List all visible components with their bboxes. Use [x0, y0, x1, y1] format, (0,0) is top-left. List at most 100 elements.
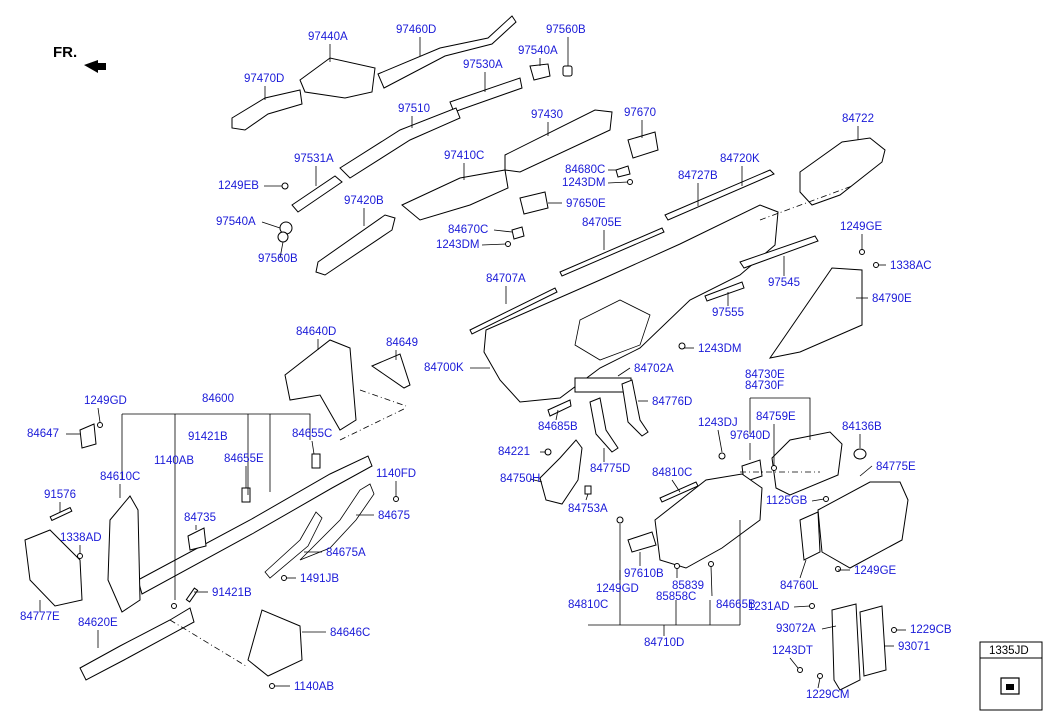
part-84700K-shape: [483, 204, 779, 403]
part-label-84720K[interactable]: 84720K: [720, 153, 760, 165]
part-label-1243DM[interactable]: 1243DM: [562, 177, 605, 189]
part-label-85839[interactable]: 85839: [672, 580, 704, 592]
part-label-97560B[interactable]: 97560B: [546, 24, 586, 36]
part-label-97470D[interactable]: 97470D: [244, 73, 284, 85]
part-label-84730E[interactable]: 84730E: [745, 369, 785, 381]
part-label-97420B[interactable]: 97420B: [344, 195, 384, 207]
part-label-93072A[interactable]: 93072A: [776, 623, 816, 635]
part-label-1243DJ[interactable]: 1243DJ: [698, 417, 738, 429]
part-label-84707A[interactable]: 84707A: [486, 273, 526, 285]
part-label-97560B[interactable]: 97560B: [258, 253, 298, 265]
bracket-84730: [749, 397, 811, 440]
part-label-97540A[interactable]: 97540A: [216, 216, 256, 228]
part-label-97650E[interactable]: 97650E: [566, 198, 606, 210]
part-84775E-shape: [817, 481, 909, 569]
part-label-84776D[interactable]: 84776D: [652, 396, 692, 408]
part-label-84675[interactable]: 84675: [378, 510, 410, 522]
part-label-1249GE[interactable]: 1249GE: [840, 221, 883, 233]
part-1491JB-shape: [281, 575, 287, 581]
part-label-84705E[interactable]: 84705E: [582, 217, 622, 229]
part-label-97555[interactable]: 97555: [712, 307, 744, 319]
part-label-1338AD[interactable]: 1338AD: [60, 532, 102, 544]
part-label-84702A[interactable]: 84702A: [634, 363, 674, 375]
part-label-1125GB[interactable]: 1125GB: [766, 495, 808, 507]
part-label-97440A[interactable]: 97440A: [308, 31, 348, 43]
leader-line-84665B: [710, 565, 713, 597]
part-label-84775D[interactable]: 84775D: [590, 463, 630, 475]
part-label-84675A[interactable]: 84675A: [326, 547, 366, 559]
part-label-1140AB[interactable]: 1140AB: [154, 455, 194, 467]
part-label-1229CB[interactable]: 1229CB: [910, 624, 952, 636]
part-label-1249GD[interactable]: 1249GD: [596, 583, 639, 595]
part-label-84649[interactable]: 84649: [386, 337, 418, 349]
part-1243DJ-shape: [718, 452, 726, 460]
part-label-93071[interactable]: 93071: [898, 641, 930, 653]
part-label-1249GE[interactable]: 1249GE: [854, 565, 897, 577]
part-label-84680C[interactable]: 84680C: [565, 164, 605, 176]
part-label-84735[interactable]: 84735: [184, 512, 216, 524]
part-label-84136B[interactable]: 84136B: [842, 421, 882, 433]
part-label-97460D[interactable]: 97460D: [396, 24, 436, 36]
part-label-84665B[interactable]: 84665B: [716, 599, 756, 611]
part-label-84777E[interactable]: 84777E: [20, 611, 60, 623]
side-cover-group: [797, 603, 897, 691]
part-label-97610B[interactable]: 97610B: [624, 568, 664, 580]
part-label-84646C[interactable]: 84646C: [330, 627, 370, 639]
part-label-84810C[interactable]: 84810C: [652, 467, 692, 479]
part-label-97530A[interactable]: 97530A: [463, 59, 503, 71]
part-label-84753A[interactable]: 84753A: [568, 503, 608, 515]
front-arrow-icon: [84, 60, 106, 73]
detail-box-frame: [979, 641, 1043, 711]
part-label-84710D[interactable]: 84710D: [644, 637, 684, 649]
part-label-1140AB[interactable]: 1140AB: [294, 681, 334, 693]
part-label-1231AD[interactable]: 1231AD: [748, 601, 790, 613]
part-label-84750H[interactable]: 84750H: [500, 473, 540, 485]
part-label-1249EB[interactable]: 1249EB: [218, 180, 259, 192]
part-label-97540A[interactable]: 97540A: [518, 45, 558, 57]
part-label-97410C[interactable]: 97410C: [444, 150, 484, 162]
leader-line-84750H: [529, 478, 543, 483]
part-label-84610C[interactable]: 84610C: [100, 471, 140, 483]
part-label-84759E[interactable]: 84759E: [756, 411, 796, 423]
part-label-84221[interactable]: 84221: [498, 446, 530, 458]
leader-line-97560B: [279, 241, 284, 259]
part-label-84655E[interactable]: 84655E: [224, 453, 264, 465]
part-label-97430[interactable]: 97430: [531, 109, 563, 121]
part-label-84727B[interactable]: 84727B: [678, 170, 718, 182]
part-label-1140FD[interactable]: 1140FD: [376, 468, 416, 480]
part-label-97510[interactable]: 97510: [398, 103, 430, 115]
part-label-84640D[interactable]: 84640D: [296, 326, 336, 338]
part-label-97640D[interactable]: 97640D: [730, 430, 770, 442]
part-label-84600[interactable]: 84600: [202, 393, 234, 405]
part-label-91576[interactable]: 91576: [44, 489, 76, 501]
part-label-84620E[interactable]: 84620E: [78, 617, 118, 629]
part-label-1491JB[interactable]: 1491JB: [300, 573, 339, 585]
part-label-1243DT[interactable]: 1243DT: [772, 645, 813, 657]
part-label-84730F[interactable]: 84730F: [745, 380, 784, 392]
part-84655C-shape: [311, 453, 321, 469]
leader-line-93072A: [821, 625, 837, 630]
part-label-84685B[interactable]: 84685B: [538, 421, 578, 433]
part-label-97531A[interactable]: 97531A: [294, 153, 334, 165]
part-label-97670[interactable]: 97670: [624, 107, 656, 119]
part-label-84760L[interactable]: 84760L: [780, 580, 819, 592]
part-84675-shape: [299, 483, 375, 561]
part-label-84647[interactable]: 84647: [27, 428, 59, 440]
part-label-84700K[interactable]: 84700K: [424, 362, 464, 374]
part-label-97545[interactable]: 97545: [768, 277, 800, 289]
part-label-1229CM[interactable]: 1229CM: [806, 689, 849, 701]
part-97540A-upper-shape: [529, 63, 551, 81]
part-label-1249GD[interactable]: 1249GD: [84, 395, 127, 407]
part-label-91421B[interactable]: 91421B: [212, 587, 252, 599]
part-label-84670C[interactable]: 84670C: [448, 224, 488, 236]
part-label-1338AC[interactable]: 1338AC: [890, 260, 932, 272]
part-label-1243DM[interactable]: 1243DM: [436, 239, 479, 251]
part-label-84655C[interactable]: 84655C: [292, 428, 332, 440]
part-label-84810C[interactable]: 84810C: [568, 599, 608, 611]
part-label-84722[interactable]: 84722: [842, 113, 874, 125]
part-label-84790E[interactable]: 84790E: [872, 293, 912, 305]
part-label-1243DM[interactable]: 1243DM: [698, 343, 741, 355]
part-label-85858C[interactable]: 85858C: [656, 591, 696, 603]
part-label-84775E[interactable]: 84775E: [876, 461, 916, 473]
part-label-91421B[interactable]: 91421B: [188, 431, 228, 443]
